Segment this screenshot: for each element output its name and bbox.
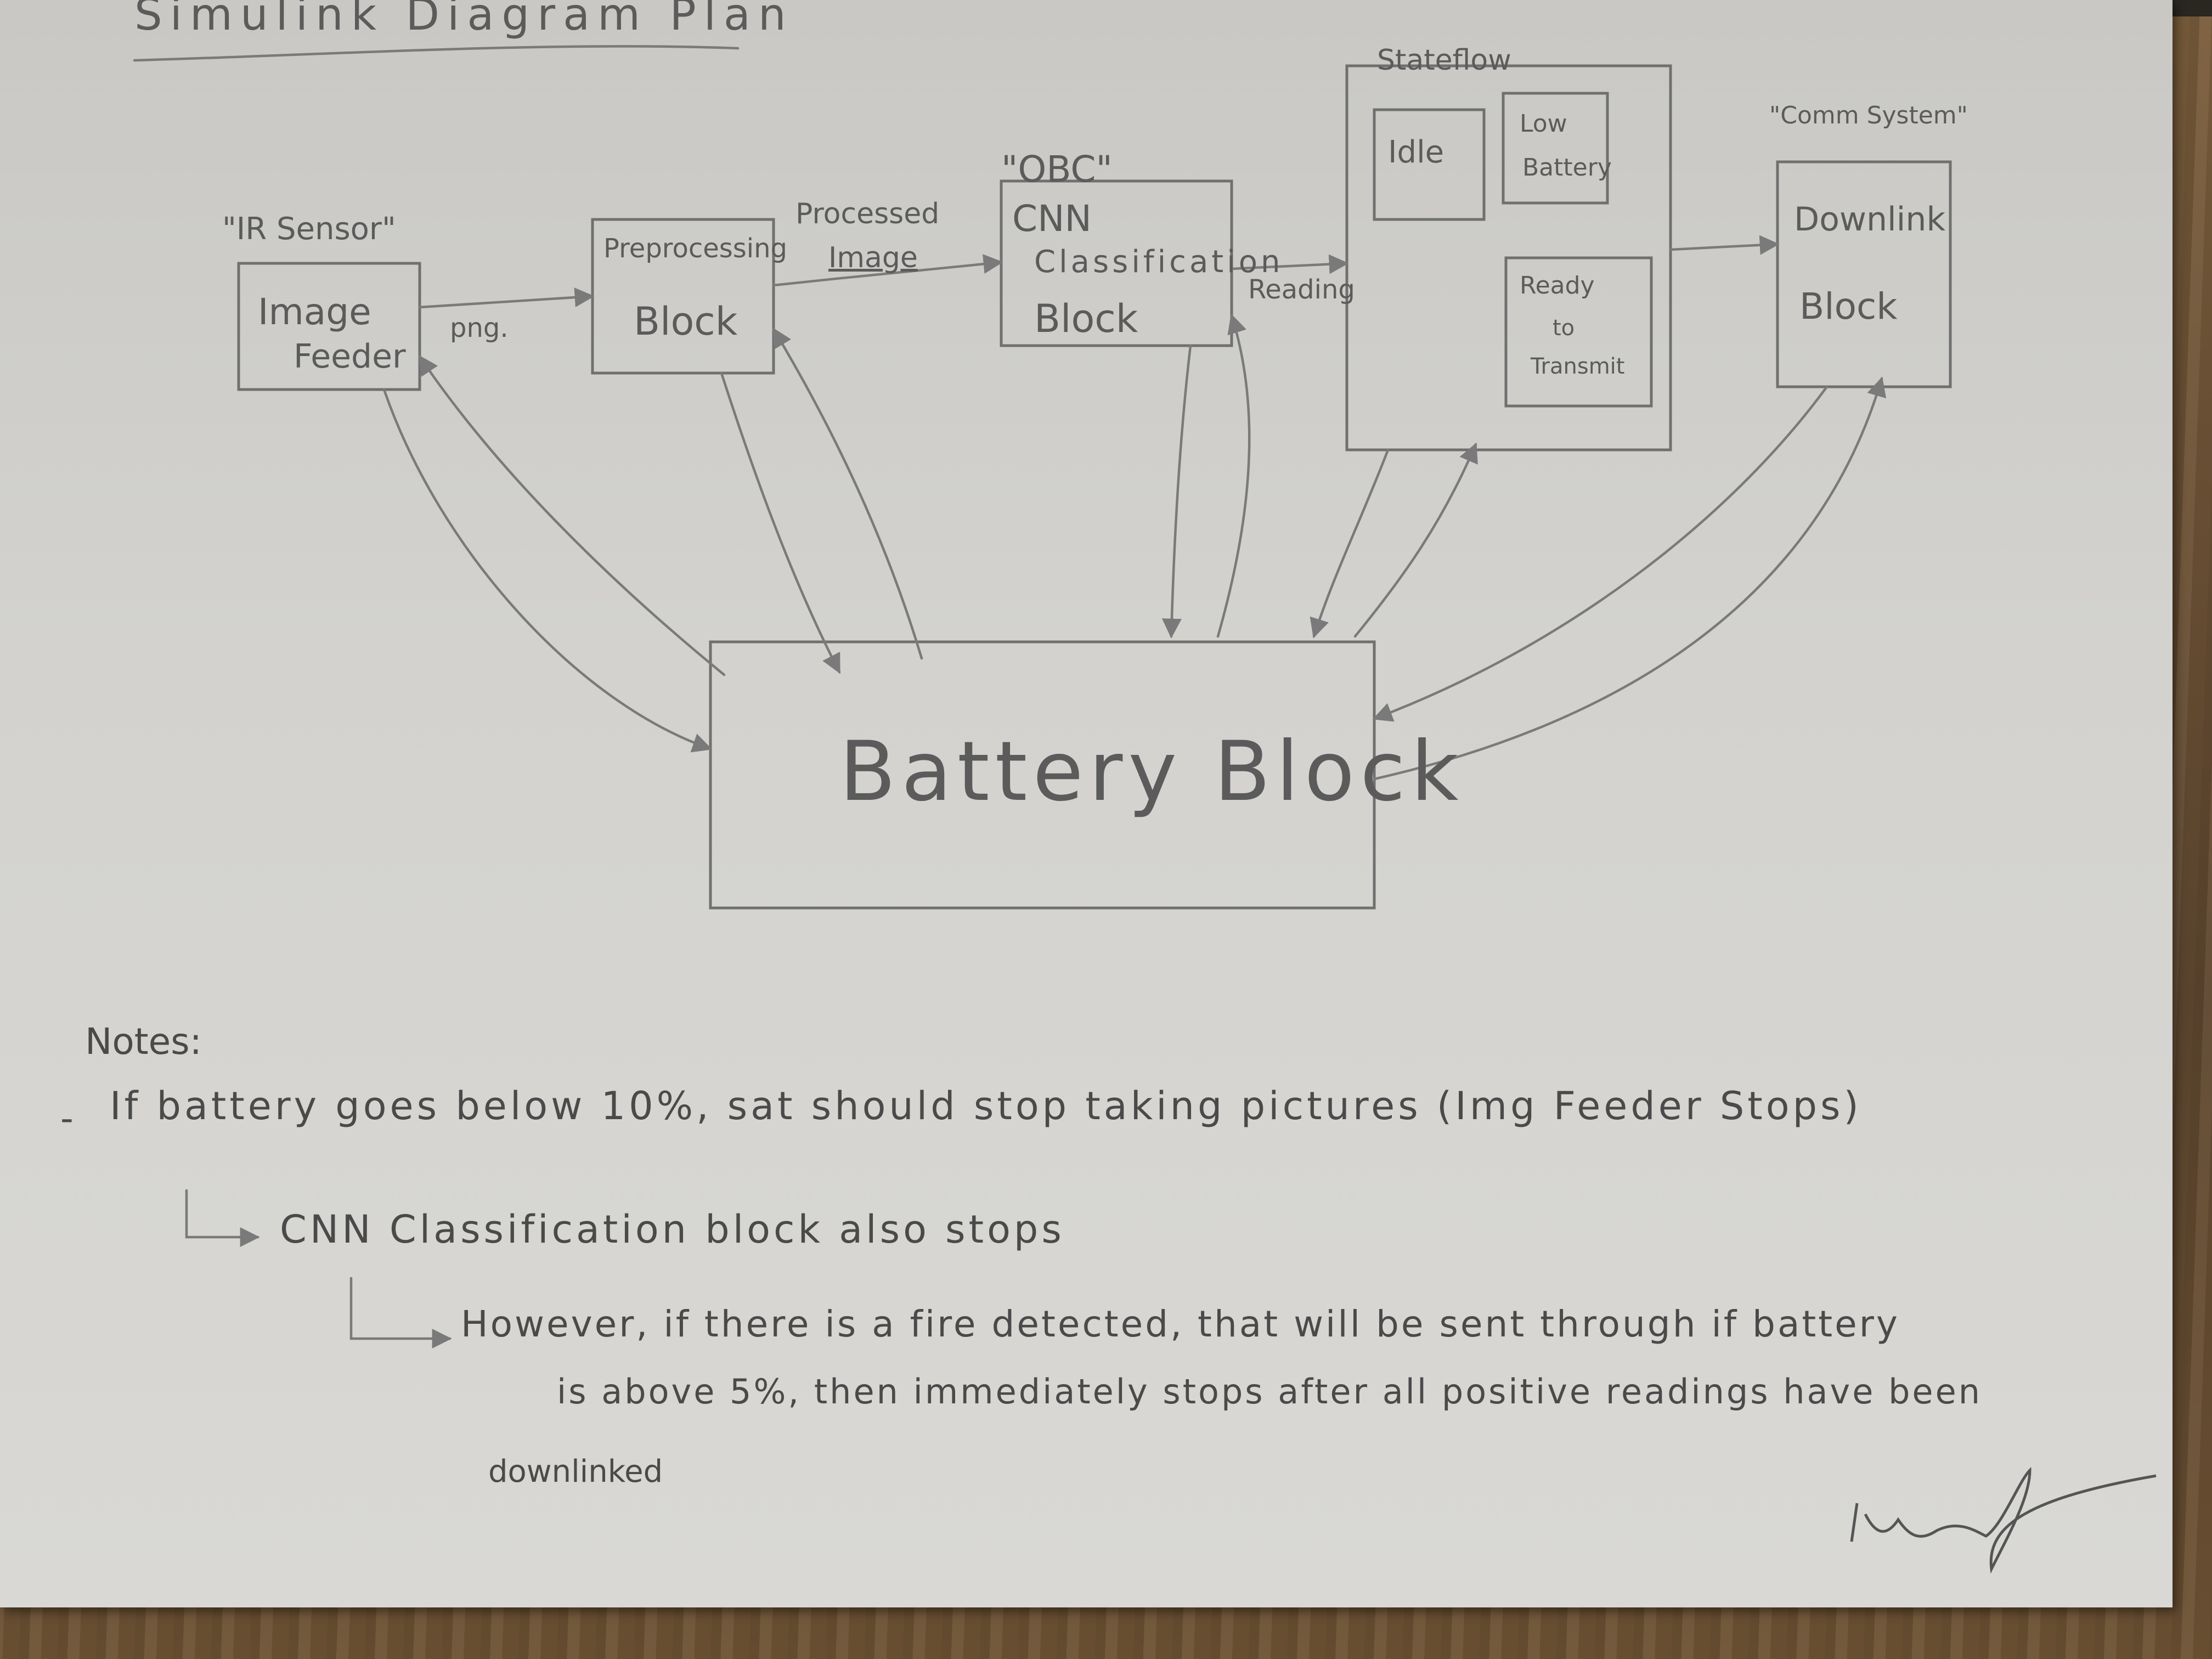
- state-low-battery-label-1: Low: [1520, 110, 1567, 138]
- edge-battery-to-pre: [772, 327, 923, 660]
- edge-battery-to-stateflow: [1353, 442, 1478, 638]
- edge-battery-to-feeder: [418, 355, 726, 676]
- notes-heading: Notes:: [85, 1020, 202, 1063]
- note-arrow-1: [185, 1189, 260, 1247]
- page-title: Simulink Diagram Plan: [134, 0, 794, 40]
- note-line-3c: downlinked: [488, 1454, 663, 1489]
- downlink-label-1: Downlink: [1794, 200, 1946, 239]
- image-feeder-label-2: Feeder: [294, 337, 406, 376]
- state-ready-label-3: Transmit: [1531, 354, 1625, 379]
- signature: [1850, 1466, 2157, 1574]
- edge-stateflow-to-downlink: [1669, 235, 1780, 255]
- state-low-battery-label-2: Battery: [1522, 154, 1612, 182]
- preprocessing-label-1: Preprocessing: [603, 233, 787, 264]
- edge-label-image: Image: [828, 241, 918, 274]
- state-ready-box: [1504, 256, 1653, 408]
- note-line-3a: However, if there is a fire detected, th…: [461, 1303, 1900, 1345]
- image-feeder-label-1: Image: [258, 291, 371, 333]
- edge-label-reading: Reading: [1248, 274, 1355, 305]
- note-line-1: If battery goes below 10%, sat should st…: [110, 1084, 1862, 1128]
- edge-downlink-to-battery: [1372, 385, 1829, 722]
- image-feeder-box: [237, 262, 421, 391]
- downlink-box: [1776, 160, 1952, 388]
- edge-battery-to-cnn: [1216, 313, 1251, 638]
- title-underline: [133, 45, 740, 62]
- edge-cnn-to-battery: [1161, 344, 1192, 639]
- note-line-2: CNN Classification block also stops: [280, 1207, 1065, 1252]
- note-line-3b: is above 5%, then immediately stops afte…: [557, 1372, 1983, 1412]
- state-ready-label-1: Ready: [1520, 272, 1595, 300]
- ir-sensor-tag: "IR Sensor": [222, 211, 396, 247]
- edge-label-processed: Processed: [795, 198, 940, 230]
- diagram-canvas: [133, 45, 2157, 1574]
- note-arrow-2: [349, 1277, 452, 1348]
- paper-sheet: Simulink Diagram Plan: [0, 0, 2172, 1607]
- edge-label-png: png.: [450, 313, 509, 343]
- cnn-label-2: Classification: [1034, 244, 1284, 280]
- stateflow-tag: Stateflow: [1377, 44, 1511, 77]
- edge-feeder-to-battery: [382, 388, 713, 753]
- state-idle-label: Idle: [1388, 134, 1444, 170]
- state-low-battery-box: [1502, 92, 1609, 205]
- obc-tag: "OBC": [1001, 148, 1113, 190]
- battery-box: [709, 640, 1376, 910]
- downlink-label-2: Block: [1799, 285, 1898, 328]
- edge-cnn-to-stateflow: [1230, 254, 1349, 274]
- edge-battery-to-downlink: [1373, 376, 1887, 781]
- edge-pre-to-cnn: [772, 254, 1003, 287]
- edge-stateflow-to-battery: [1310, 448, 1390, 639]
- comm-system-tag: "Comm System": [1769, 101, 1968, 129]
- cnn-label-1: CNN: [1012, 198, 1092, 240]
- preprocessing-label-2: Block: [634, 299, 738, 344]
- notes-bullet: -: [60, 1097, 74, 1139]
- state-idle-box: [1373, 108, 1486, 221]
- edge-pre-to-battery: [720, 371, 841, 674]
- battery-label: Battery Block: [839, 724, 1464, 820]
- edge-feeder-to-pre: [418, 287, 595, 309]
- state-ready-label-2: to: [1553, 315, 1575, 341]
- cnn-label-3: Block: [1034, 296, 1138, 341]
